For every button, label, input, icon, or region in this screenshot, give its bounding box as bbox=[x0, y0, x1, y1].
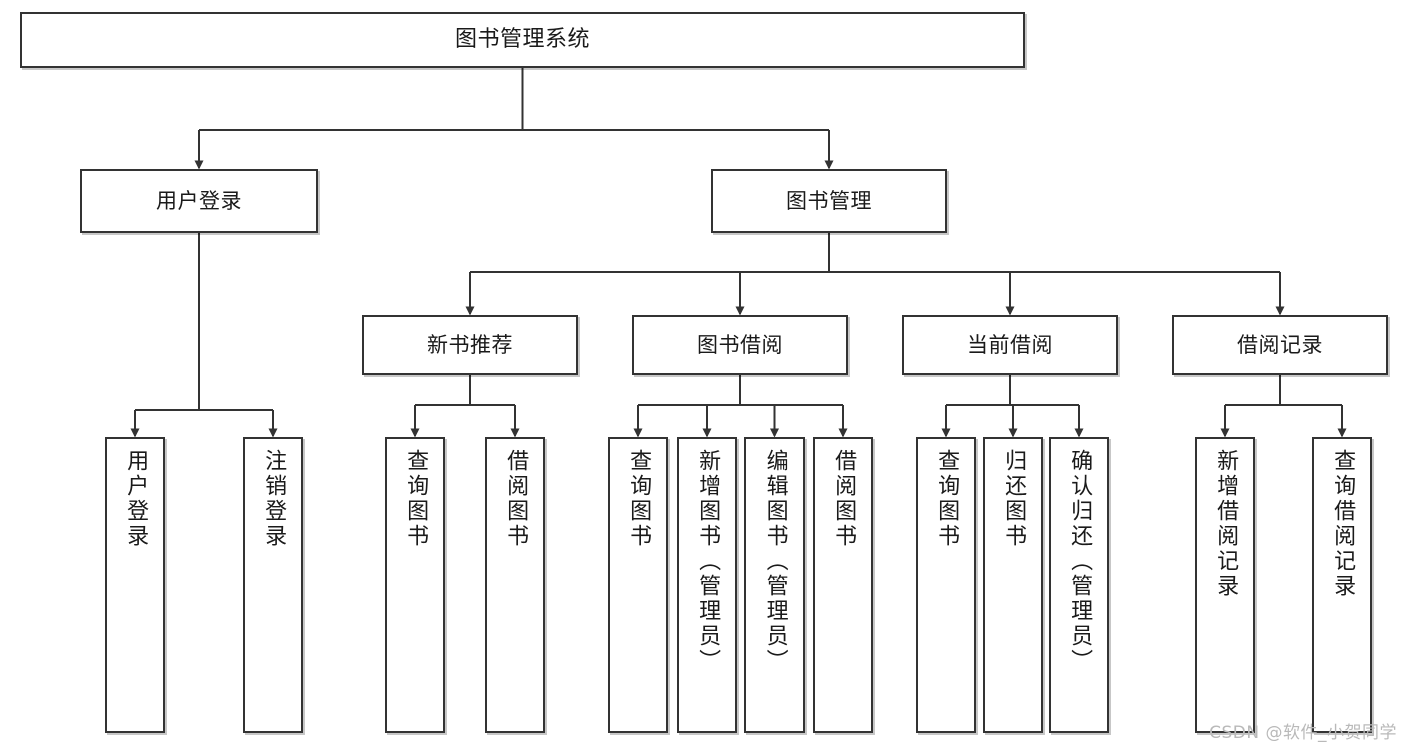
node-book-borrow[interactable]: 图书借阅 bbox=[632, 315, 848, 375]
node-leaf-query-book-3[interactable]: 查询图书 bbox=[916, 437, 976, 733]
node-root[interactable]: 图书管理系统 bbox=[20, 12, 1025, 68]
node-book-manage[interactable]: 图书管理 bbox=[711, 169, 947, 233]
node-label: 当前借阅 bbox=[967, 332, 1053, 357]
node-label: 查询图书 bbox=[934, 449, 960, 549]
node-label: 借阅记录 bbox=[1237, 332, 1323, 357]
node-leaf-user-login[interactable]: 用户登录 bbox=[105, 437, 165, 733]
node-label: 编辑图书（管理员） bbox=[762, 449, 788, 674]
node-label: 新书推荐 bbox=[427, 332, 513, 357]
node-label: 新增借阅记录 bbox=[1213, 449, 1239, 599]
node-label: 用户登录 bbox=[156, 188, 242, 213]
node-leaf-add-book[interactable]: 新增图书（管理员） bbox=[677, 437, 737, 733]
node-label: 图书借阅 bbox=[697, 332, 783, 357]
node-label: 查询图书 bbox=[626, 449, 652, 549]
node-label: 借阅图书 bbox=[831, 449, 857, 549]
node-label: 归还图书 bbox=[1001, 449, 1027, 549]
node-label: 确认归还（管理员） bbox=[1067, 449, 1093, 674]
node-leaf-query-book-1[interactable]: 查询图书 bbox=[385, 437, 445, 733]
node-leaf-return-book[interactable]: 归还图书 bbox=[983, 437, 1043, 733]
node-label: 注销登录 bbox=[261, 449, 287, 549]
node-leaf-edit-book[interactable]: 编辑图书（管理员） bbox=[744, 437, 805, 733]
node-leaf-query-book-2[interactable]: 查询图书 bbox=[608, 437, 668, 733]
node-new-book-rec[interactable]: 新书推荐 bbox=[362, 315, 578, 375]
node-leaf-confirm-return[interactable]: 确认归还（管理员） bbox=[1049, 437, 1109, 733]
node-label: 用户登录 bbox=[123, 449, 149, 549]
node-leaf-add-record[interactable]: 新增借阅记录 bbox=[1195, 437, 1255, 733]
node-leaf-logout[interactable]: 注销登录 bbox=[243, 437, 303, 733]
node-user-login[interactable]: 用户登录 bbox=[80, 169, 318, 233]
node-label: 新增图书（管理员） bbox=[695, 449, 721, 674]
node-label: 图书管理 bbox=[786, 188, 872, 213]
csdn-watermark: CSDN @软件_小贺同学 bbox=[1209, 723, 1397, 743]
node-label: 查询借阅记录 bbox=[1330, 449, 1356, 599]
node-label: 查询图书 bbox=[403, 449, 429, 549]
node-borrow-record[interactable]: 借阅记录 bbox=[1172, 315, 1388, 375]
node-leaf-query-record[interactable]: 查询借阅记录 bbox=[1312, 437, 1372, 733]
node-label: 图书管理系统 bbox=[454, 27, 590, 53]
node-label: 借阅图书 bbox=[503, 449, 529, 549]
edge-paths bbox=[130, 68, 1347, 438]
node-leaf-borrow-book-1[interactable]: 借阅图书 bbox=[485, 437, 545, 733]
node-leaf-borrow-book-2[interactable]: 借阅图书 bbox=[813, 437, 873, 733]
node-current-borrow[interactable]: 当前借阅 bbox=[902, 315, 1118, 375]
